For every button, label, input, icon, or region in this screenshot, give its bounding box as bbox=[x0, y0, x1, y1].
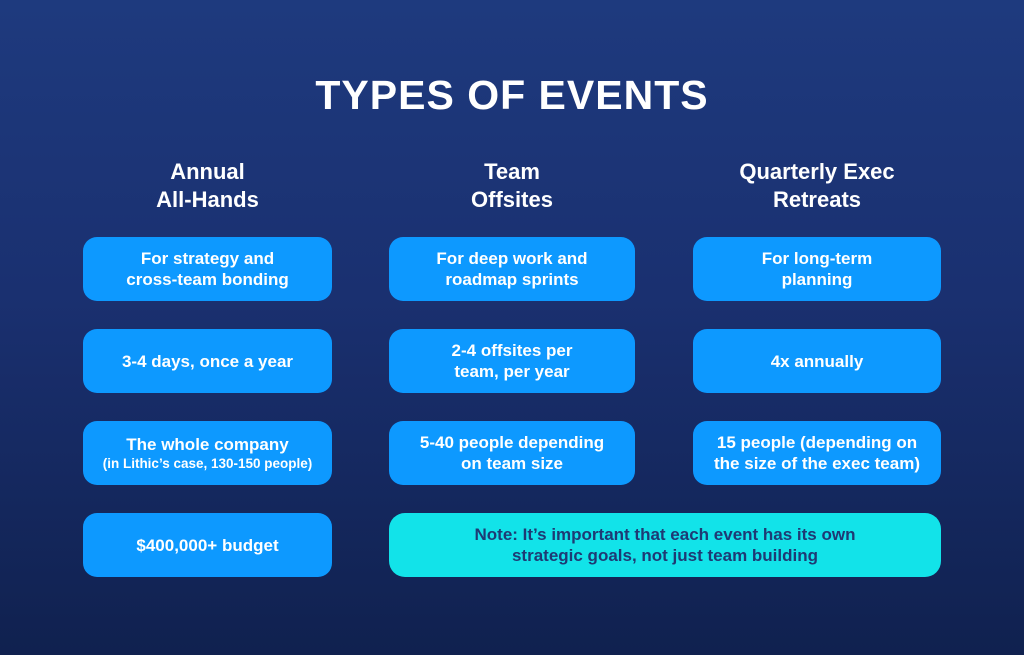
card-retreats-purpose: For long-term planning bbox=[693, 237, 941, 301]
card-offsites-attendees: 5-40 people depending on team size bbox=[389, 421, 635, 485]
card-offsites-frequency: 2-4 offsites per team, per year bbox=[389, 329, 635, 393]
column-header-quarterly-exec-retreats: Quarterly Exec Retreats bbox=[739, 159, 895, 212]
card-all-hands-duration: 3-4 days, once a year bbox=[83, 329, 332, 393]
page-title: TYPES OF EVENTS bbox=[315, 72, 709, 118]
note-banner: Note: It’s important that each event has… bbox=[389, 513, 941, 577]
card-retreats-frequency: 4x annually bbox=[693, 329, 941, 393]
column-header-team-offsites: Team Offsites bbox=[471, 159, 553, 212]
card-all-hands-budget: $400,000+ budget bbox=[83, 513, 332, 577]
card-all-hands-attendees: The whole company (in Lithic’s case, 130… bbox=[83, 421, 332, 485]
card-all-hands-attendees-sub: (in Lithic’s case, 130-150 people) bbox=[102, 456, 313, 471]
card-all-hands-attendees-main: The whole company bbox=[126, 435, 289, 454]
card-retreats-attendees: 15 people (depending on the size of the … bbox=[693, 421, 941, 485]
card-offsites-purpose: For deep work and roadmap sprints bbox=[389, 237, 635, 301]
column-header-annual-all-hands: Annual All-Hands bbox=[156, 159, 259, 212]
card-all-hands-purpose: For strategy and cross-team bonding bbox=[83, 237, 332, 301]
